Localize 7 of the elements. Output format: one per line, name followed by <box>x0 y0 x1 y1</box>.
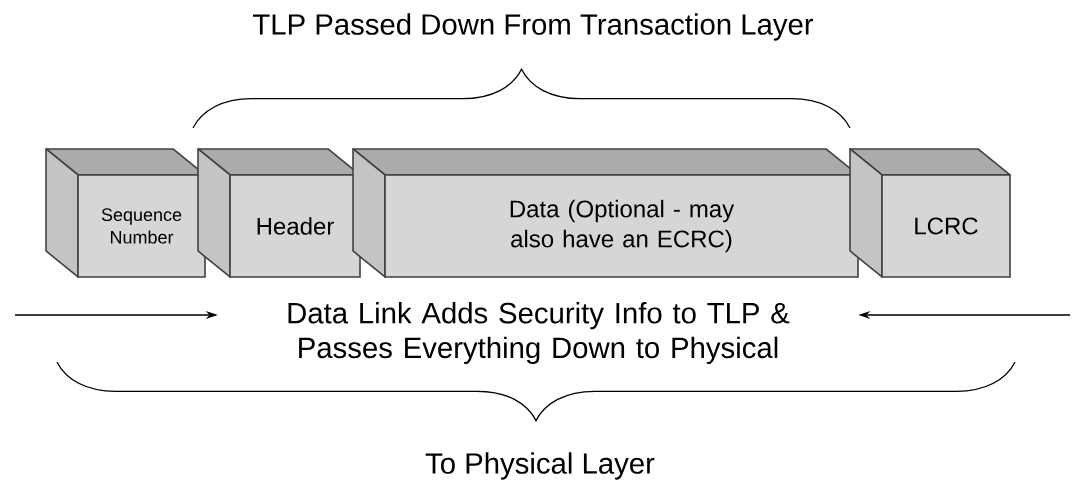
cube: LCRC <box>849 148 1011 278</box>
heading: To Physical Layer <box>425 452 655 480</box>
caption-text: Data Link Adds Security Info to TLP & Passes Everything Down to Physical <box>288 301 790 364</box>
cube: Header <box>197 148 361 278</box>
cube: Sequence Number <box>45 148 206 278</box>
cube: Data (Optional - may also have an ECRC) <box>352 148 859 278</box>
heading: TLP Passed Down From Transaction Layer <box>253 13 814 41</box>
